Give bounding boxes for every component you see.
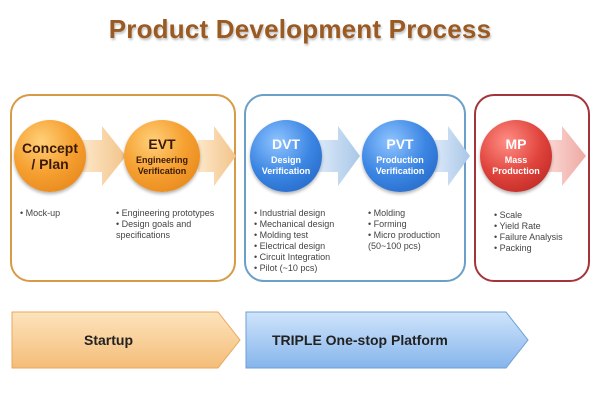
- list-item: Forming: [368, 219, 464, 230]
- bullets-pvt: Molding Forming Micro production (50~100…: [368, 208, 464, 252]
- stage-circle-concept: Concept / Plan: [14, 120, 86, 192]
- list-item: Engineering prototypes: [116, 208, 234, 219]
- arrow-dvt-to-pvt: [318, 126, 360, 186]
- stage-title-evt: EVT: [148, 135, 176, 152]
- list-item: Pilot (~10 pcs): [254, 263, 358, 274]
- list-item: Industrial design: [254, 208, 358, 219]
- stage-circle-evt: EVT Engineering Verification: [124, 120, 200, 192]
- arrow-evt-to-next: [198, 126, 236, 186]
- stage-title-concept: Concept / Plan: [22, 140, 78, 172]
- list-item: Micro production (50~100 pcs): [368, 230, 464, 252]
- list-item: Mechanical design: [254, 219, 358, 230]
- phase-arrow-platform: [245, 311, 529, 369]
- list-item: Packing: [494, 243, 586, 254]
- phase-label-startup: Startup: [84, 332, 133, 348]
- arrow-pvt-to-next: [434, 126, 470, 186]
- list-item: Design goals and specifications: [116, 219, 234, 241]
- bullets-evt: Engineering prototypes Design goals and …: [116, 208, 234, 241]
- stage-subtitle-dvt: Design Verification: [261, 154, 311, 176]
- bullets-dvt: Industrial design Mechanical design Mold…: [254, 208, 358, 274]
- stage-circle-dvt: DVT Design Verification: [250, 120, 322, 192]
- stage-title-mp: MP: [505, 135, 527, 152]
- list-item: Molding: [368, 208, 464, 219]
- list-item: Electrical design: [254, 241, 358, 252]
- stage-subtitle-mp: Mass Production: [492, 154, 540, 176]
- phase-label-platform: TRIPLE One-stop Platform: [272, 332, 448, 348]
- stage-title-pvt: PVT: [386, 135, 414, 152]
- list-item: Yield Rate: [494, 221, 586, 232]
- phase-arrows: [11, 311, 529, 369]
- bullets-concept: Mock-up: [20, 208, 110, 219]
- list-item: Failure Analysis: [494, 232, 586, 243]
- arrow-mp-out: [546, 126, 586, 186]
- arrow-concept-to-evt: [82, 126, 126, 186]
- stage-title-dvt: DVT: [272, 135, 300, 152]
- stage-circle-pvt: PVT Production Verification: [362, 120, 438, 192]
- list-item: Scale: [494, 210, 586, 221]
- stage-subtitle-evt: Engineering Verification: [135, 154, 188, 176]
- list-item: Mock-up: [20, 208, 110, 219]
- stage-circle-mp: MP Mass Production: [480, 120, 552, 192]
- phase-arrow-startup: [11, 311, 241, 369]
- bullets-mp: Scale Yield Rate Failure Analysis Packin…: [494, 210, 586, 254]
- list-item: Molding test: [254, 230, 358, 241]
- stage-subtitle-pvt: Production Verification: [375, 154, 425, 176]
- list-item: Circuit Integration: [254, 252, 358, 263]
- page-title: Product Development Process: [108, 14, 492, 44]
